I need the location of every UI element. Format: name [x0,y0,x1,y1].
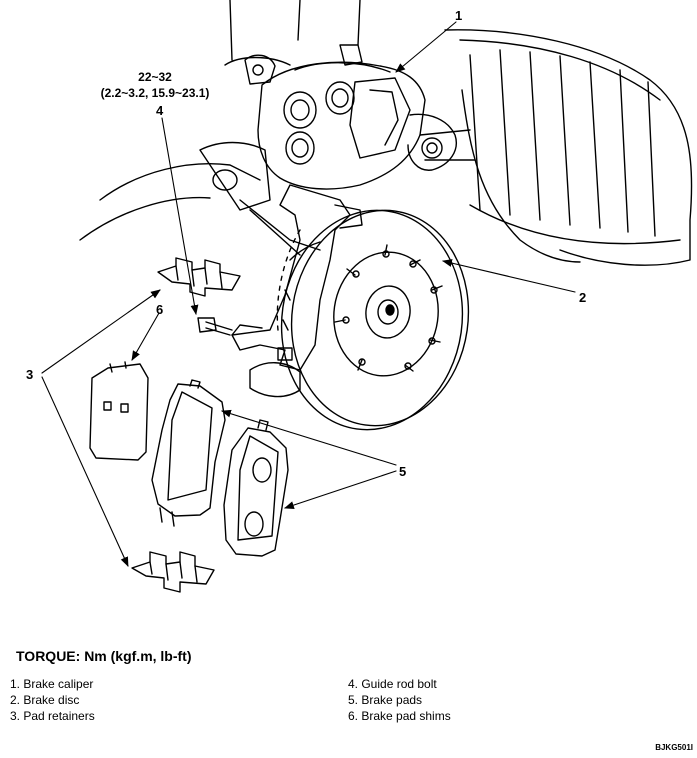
legend-right: 4. Guide rod bolt 5. Brake pads 6. Brake… [348,676,451,724]
leader-pad-inner [221,409,397,466]
steering-knuckle [79,141,321,398]
guide-rod-bolt [197,317,233,336]
callout-3: 3 [26,367,34,382]
figure-code: BJKG501I [655,743,693,752]
pad-retainer-lower [131,551,215,593]
legend-item-pad-retainers: 3. Pad retainers [10,709,95,723]
torque-units-heading: TORQUE: Nm (kgf.m, lb-ft) [16,648,192,664]
leader-lines [41,21,576,567]
legend-left: 1. Brake caliper 2. Brake disc 3. Pad re… [10,676,95,724]
wheel-studs [334,244,443,372]
brake-disc [276,209,470,431]
leader-pad-outer [284,470,397,509]
brake-caliper [244,44,476,190]
leader-caliper [395,21,457,73]
callout-5: 5 [399,464,407,479]
leader-retainer-lower [41,376,129,567]
legend-item-brake-caliper: 1. Brake caliper [10,677,94,691]
legend-item-guide-rod-bolt: 4. Guide rod bolt [348,677,437,691]
legend-item-brake-pad-shims: 6. Brake pad shims [348,709,451,723]
callout-4: 4 [156,103,164,118]
callout-2: 2 [579,290,587,305]
leader-bolt [161,117,199,315]
torque-conversion: (2.2~3.2, 15.9~23.1) [100,86,210,100]
brake-assembly-diagram [41,0,693,593]
caliper-bracket [231,184,363,371]
torque-value: 22~32 [138,70,172,84]
brake-pad-outer [223,419,289,557]
callout-1: 1 [455,8,463,23]
brake-pad-shim [89,361,149,461]
pad-retainer-upper [157,257,241,297]
wheel-housing [224,0,693,266]
leader-retainer-upper [41,289,161,374]
legend-item-brake-disc: 2. Brake disc [10,693,80,707]
legend-item-brake-pads: 5. Brake pads [348,693,423,707]
brake-pad-inner [151,379,226,527]
callout-6: 6 [156,302,164,317]
leader-disc [442,259,576,293]
leader-shim [131,312,160,361]
